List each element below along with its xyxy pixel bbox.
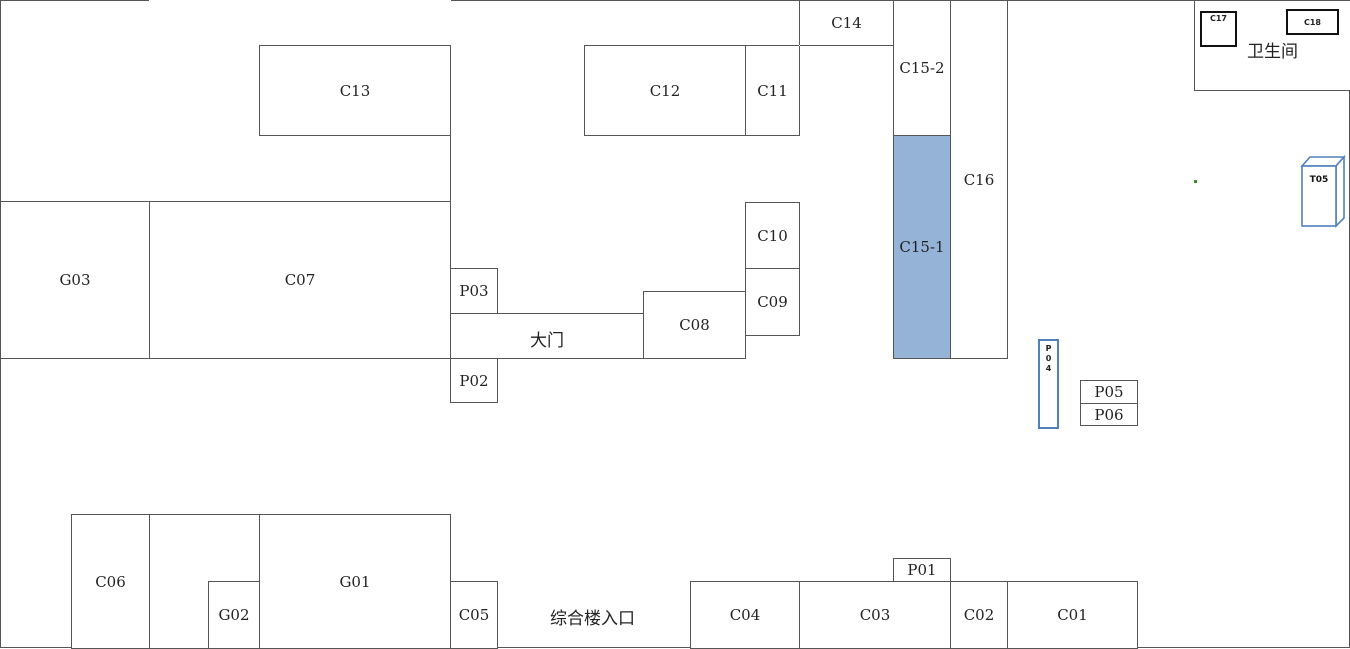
- room-g01[interactable]: G01: [259, 514, 451, 649]
- t05-cabinet-icon[interactable]: T05: [1300, 154, 1346, 230]
- room-c09[interactable]: C09: [745, 268, 800, 336]
- room-c13-label: C13: [339, 81, 371, 100]
- room-c18[interactable]: C18: [1286, 9, 1339, 35]
- room-p06-label: P06: [1094, 405, 1124, 424]
- room-c07-upper-block: [149, 0, 451, 1]
- room-c14[interactable]: C14: [799, 0, 894, 46]
- room-g03[interactable]: G03: [0, 201, 150, 359]
- room-c01[interactable]: C01: [1007, 581, 1138, 649]
- room-c03-label: C03: [859, 606, 891, 624]
- room-c13[interactable]: C13: [259, 45, 451, 136]
- room-c06[interactable]: C06: [71, 514, 150, 649]
- room-c06-label: C06: [95, 572, 126, 591]
- room-c04-label: C04: [729, 606, 761, 624]
- room-c02-label: C02: [963, 606, 995, 624]
- room-c15-2-label: C15-2: [899, 59, 945, 77]
- room-c17[interactable]: C17: [1200, 11, 1237, 47]
- room-c15-1-label: C15-1: [899, 238, 945, 256]
- room-g02-label: G02: [218, 606, 250, 624]
- room-c02[interactable]: C02: [950, 581, 1008, 649]
- room-c15-1[interactable]: C15-1: [893, 135, 951, 359]
- room-p01[interactable]: P01: [893, 558, 951, 582]
- room-c04[interactable]: C04: [690, 581, 800, 649]
- room-c05-label: C05: [458, 606, 490, 624]
- room-t05-label: T05: [1310, 175, 1329, 185]
- room-p02-label: P02: [459, 371, 489, 390]
- room-c05[interactable]: C05: [450, 581, 498, 649]
- room-c10[interactable]: C10: [745, 202, 800, 269]
- room-c09-label: C09: [757, 293, 788, 311]
- room-p03[interactable]: P03: [450, 268, 498, 314]
- room-c14-label: C14: [831, 14, 862, 32]
- room-g03-label: G03: [59, 271, 91, 289]
- room-c10-label: C10: [757, 226, 788, 245]
- room-p03-label: P03: [459, 282, 489, 300]
- room-c03[interactable]: C03: [799, 581, 951, 649]
- restroom-label: 卫生间: [1247, 42, 1298, 62]
- wall-vertical: [450, 135, 451, 202]
- room-c18-label: C18: [1303, 17, 1321, 27]
- main-gate-label: 大门: [530, 330, 564, 351]
- room-c11[interactable]: C11: [745, 45, 800, 136]
- room-c11-label: C11: [757, 81, 788, 100]
- room-p02[interactable]: P02: [450, 358, 498, 403]
- marker-dot: [1194, 180, 1197, 183]
- main-gate[interactable]: 大门: [450, 313, 644, 359]
- building-entrance-label: 综合楼入口: [550, 609, 635, 629]
- room-c12[interactable]: C12: [584, 45, 746, 136]
- room-c16-label: C16: [963, 170, 995, 189]
- wall-c14-c11: [799, 45, 800, 46]
- room-c16[interactable]: C16: [950, 0, 1008, 359]
- room-c07[interactable]: C07: [149, 201, 451, 359]
- room-g01-label: G01: [339, 572, 371, 591]
- room-c07-label: C07: [284, 271, 316, 289]
- room-c01-label: C01: [1057, 606, 1088, 624]
- room-g02[interactable]: G02: [208, 581, 260, 649]
- room-p05[interactable]: P05: [1080, 380, 1138, 404]
- room-p05-label: P05: [1094, 383, 1124, 401]
- room-c17-label: C17: [1209, 14, 1227, 23]
- room-c08[interactable]: C08: [643, 291, 746, 359]
- room-p01-label: P01: [907, 561, 937, 579]
- room-c08-label: C08: [679, 316, 710, 334]
- room-c12-label: C12: [649, 81, 681, 100]
- room-p06[interactable]: P06: [1080, 403, 1138, 426]
- room-c15-2[interactable]: C15-2: [893, 0, 951, 136]
